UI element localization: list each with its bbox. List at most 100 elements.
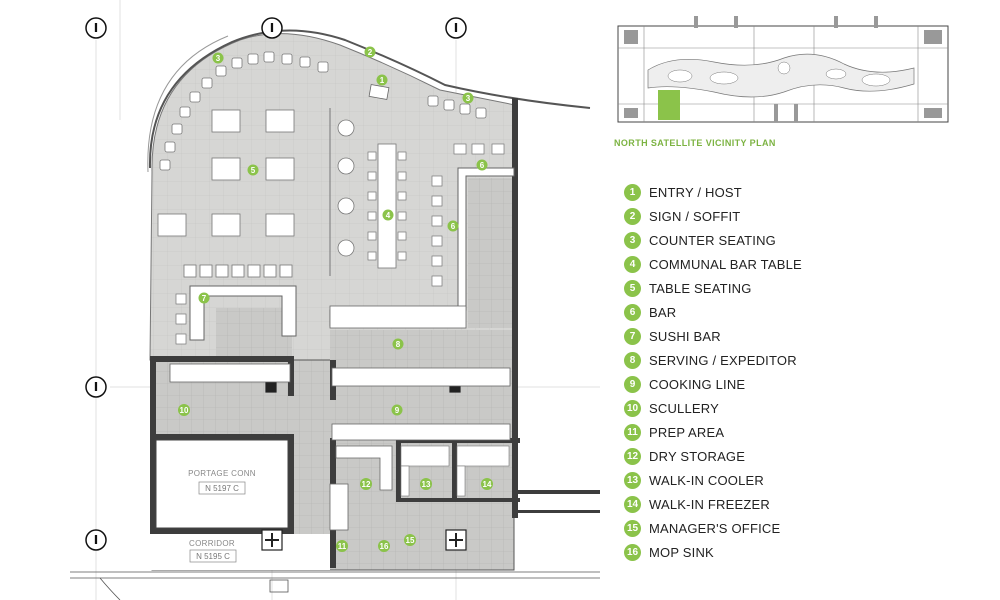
bar-stools (431, 143, 505, 287)
svg-text:I: I (270, 21, 274, 35)
svg-text:1: 1 (380, 76, 385, 85)
portage-conn-number: N 5197 C (205, 484, 239, 493)
round-tables (337, 119, 355, 257)
legend-label: MOP SINK (649, 544, 714, 560)
corridor-label: CORRIDOR (189, 539, 235, 548)
area-badges: 1 2 3 3 4 5 6 6 7 8 9 10 11 12 13 14 15 … (178, 46, 493, 552)
scullery-counter (169, 363, 291, 383)
legend-label: TABLE SEATING (649, 280, 752, 296)
legend-number-badge: 3 (624, 231, 641, 249)
svg-text:9: 9 (395, 406, 400, 415)
svg-text:3: 3 (466, 94, 471, 103)
legend-number-badge: 6 (624, 303, 641, 321)
corridor (150, 534, 330, 570)
portage-conn-label: PORTAGE CONN (188, 469, 256, 478)
table-seating (157, 109, 295, 278)
host-stand (368, 84, 390, 100)
walkin-shelves (400, 445, 510, 497)
svg-text:I: I (94, 21, 98, 35)
svg-text:15: 15 (406, 536, 415, 545)
svg-text:5: 5 (251, 166, 256, 175)
svg-text:6: 6 (480, 161, 485, 170)
legend-number-badge: 9 (624, 375, 641, 393)
legend-number-badge: 8 (624, 351, 641, 369)
legend-number-badge: 16 (624, 543, 641, 561)
legend-item: 5 TABLE SEATING (624, 276, 802, 300)
floor-plan: PORTAGE CONN N 5197 C CORRIDOR N 5195 C (70, 0, 600, 600)
vicinity-concourse (647, 53, 915, 98)
svg-text:6: 6 (451, 222, 456, 231)
badge-10: 10 (178, 404, 190, 416)
badge-5: 5 (247, 164, 259, 176)
badge-2: 2 (364, 46, 376, 58)
svg-text:4: 4 (386, 211, 391, 220)
svg-text:7: 7 (202, 294, 207, 303)
svg-text:8: 8 (396, 340, 401, 349)
legend-number-badge: 10 (624, 399, 641, 417)
svg-text:13: 13 (422, 480, 431, 489)
badge-3b: 3 (462, 92, 474, 104)
legend-number-badge: 7 (624, 327, 641, 345)
legend-item: 14 WALK-IN FREEZER (624, 492, 802, 516)
legend-item: 8 SERVING / EXPEDITOR (624, 348, 802, 372)
legend-label: WALK-IN FREEZER (649, 496, 770, 512)
legend-number-badge: 15 (624, 519, 641, 537)
legend-item: 9 COOKING LINE (624, 372, 802, 396)
grid-marker-left-1: I (85, 376, 107, 398)
soffit-wall (148, 29, 591, 169)
legend-label: COMMUNAL BAR TABLE (649, 256, 802, 272)
legend-label: BAR (649, 304, 677, 320)
vicinity-detail (624, 16, 942, 122)
svg-text:10: 10 (180, 406, 189, 415)
legend-number-badge: 14 (624, 495, 641, 513)
badge-14: 14 (481, 478, 493, 490)
legend-label: PREP AREA (649, 424, 725, 440)
legend-number-badge: 1 (624, 183, 641, 201)
legend-item: 7 SUSHI BAR (624, 324, 802, 348)
svg-text:I: I (94, 380, 98, 394)
grid-marker-top-2: I (261, 17, 283, 39)
badge-1: 1 (376, 74, 388, 86)
legend-label: COOKING LINE (649, 376, 746, 392)
badge-11: 11 (336, 540, 348, 552)
cooking-line (331, 423, 511, 441)
svg-text:12: 12 (362, 480, 371, 489)
legend-item: 6 BAR (624, 300, 802, 324)
prep-table (329, 483, 349, 531)
legend-number-badge: 4 (624, 255, 641, 273)
sushi-bar (189, 285, 297, 341)
badge-6a: 6 (476, 159, 488, 171)
badge-13: 13 (420, 478, 432, 490)
svg-text:16: 16 (380, 542, 389, 551)
counter-stools (159, 51, 487, 171)
structural-columns (261, 381, 467, 551)
badge-4: 4 (382, 209, 394, 221)
communal-bar-table (377, 143, 397, 269)
dining-floor (149, 33, 516, 361)
legend-label: SERVING / EXPEDITOR (649, 352, 797, 368)
legend-label: SUSHI BAR (649, 328, 721, 344)
grid-marker-top-1: I (85, 17, 107, 39)
sushi-floor (216, 308, 292, 360)
legend-label: COUNTER SEATING (649, 232, 776, 248)
badge-15: 15 (404, 534, 416, 546)
legend-number-badge: 5 (624, 279, 641, 297)
sushi-stools (175, 293, 187, 345)
bar-floor (468, 178, 512, 328)
svg-text:11: 11 (338, 542, 347, 551)
legend-label: ENTRY / HOST (649, 184, 742, 200)
legend-item: 16 MOP SINK (624, 540, 802, 564)
legend-item: 3 COUNTER SEATING (624, 228, 802, 252)
badge-3a: 3 (212, 52, 224, 64)
legend-label: DRY STORAGE (649, 448, 746, 464)
grid-marker-top-3: I (445, 17, 467, 39)
badge-6b: 6 (447, 220, 459, 232)
vicinity-highlight (658, 90, 680, 120)
svg-text:14: 14 (483, 480, 492, 489)
storefront (70, 571, 600, 600)
